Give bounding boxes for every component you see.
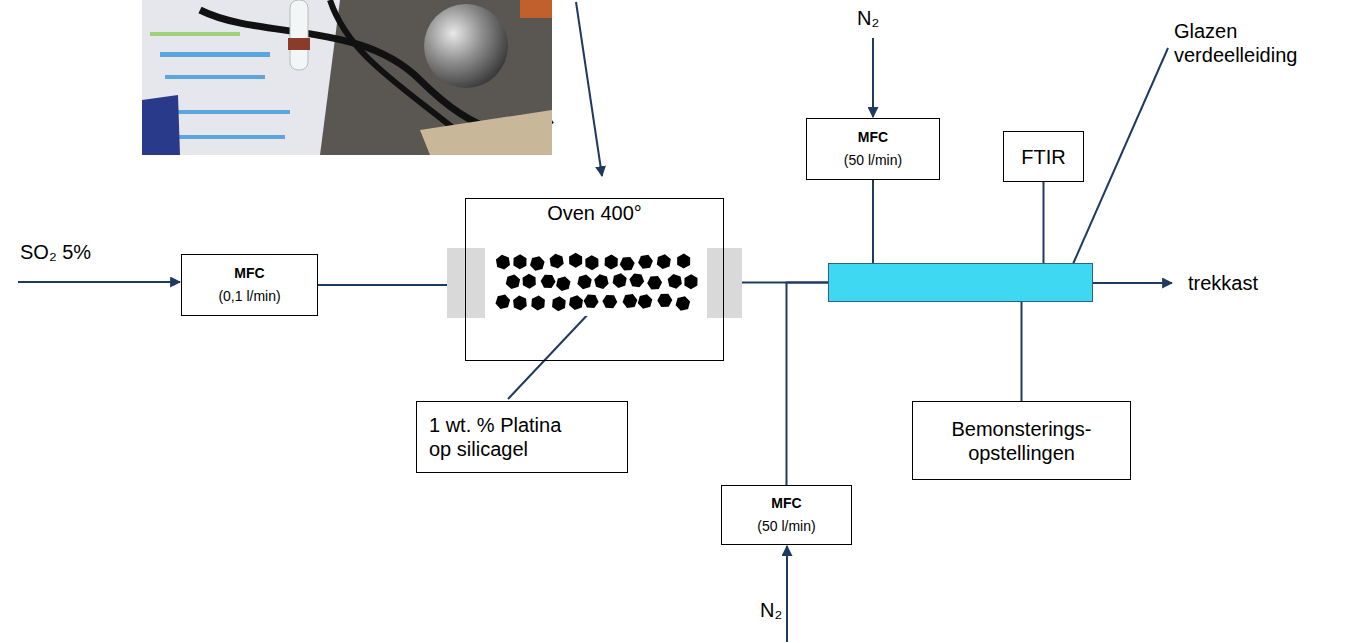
leader-line — [508, 310, 592, 399]
gas-line — [787, 283, 829, 486]
box-label: Oven 400° — [547, 201, 642, 225]
photo-detail — [165, 75, 265, 79]
leader-line — [1073, 48, 1168, 264]
photo-detail — [485, 250, 707, 316]
flow-rate: (50 l/min) — [757, 518, 815, 535]
gas-feed-label: SO₂ 5% — [20, 240, 91, 264]
oven-box: Oven 400° — [465, 198, 724, 361]
callout-text: 1 wt. % Platina op silicagel — [429, 413, 579, 461]
catalyst-particle — [530, 256, 545, 270]
device-name: MFC — [234, 265, 264, 282]
catalyst-particle — [684, 274, 697, 289]
device-name: MFC — [858, 129, 888, 146]
photo-detail — [420, 110, 552, 155]
catalyst-particle — [577, 275, 591, 290]
analyzer-box: FTIR — [1003, 131, 1084, 182]
catalyst-particle — [613, 273, 627, 288]
photo-detail — [142, 0, 552, 155]
photo-detail — [288, 38, 310, 50]
catalyst-particle — [602, 295, 617, 308]
photo-detail — [150, 32, 240, 36]
catalyst-particle — [496, 255, 510, 270]
sampling-box: Bemonsterings- opstellingen — [912, 401, 1131, 480]
catalyst-particle — [584, 295, 599, 309]
manifold-bar: Glazen verdeelleiding — [828, 263, 1093, 302]
catalyst-particle — [496, 295, 511, 309]
box-label: Bemonsterings- opstellingen — [921, 417, 1122, 465]
catalyst-particle — [647, 276, 662, 289]
feed-arrow — [872, 38, 874, 117]
catalyst-particle — [531, 296, 545, 311]
catalyst-particle — [605, 255, 618, 270]
catalyst-particle — [594, 274, 608, 289]
gas-line — [1043, 182, 1045, 263]
catalyst-particle — [552, 296, 566, 311]
gas-feed-label: N₂ — [857, 6, 879, 30]
gas-line — [872, 180, 874, 263]
flow-controller: MFC (50 l/min) — [721, 485, 852, 545]
exhaust-arrow — [1093, 282, 1172, 284]
photo-detail — [290, 0, 308, 70]
catalyst-particle — [585, 255, 598, 270]
catalyst-particle — [676, 296, 691, 310]
flow-rate: (0,1 l/min) — [218, 288, 280, 305]
photo-detail — [142, 95, 180, 155]
photo-detail — [170, 110, 290, 114]
catalyst-particle — [550, 254, 564, 269]
photo-detail — [160, 52, 270, 57]
catalyst-particle — [677, 254, 690, 269]
photo-detail — [447, 248, 485, 318]
catalyst-particle — [556, 276, 570, 291]
catalyst-particle — [620, 257, 635, 271]
catalyst-particle — [513, 296, 527, 311]
catalyst-particle — [523, 274, 536, 289]
catalyst-particle — [638, 294, 653, 309]
device-name: MFC — [771, 495, 801, 512]
gas-line — [1021, 302, 1023, 401]
photo-pointer — [576, 2, 602, 176]
catalyst-particle — [541, 275, 556, 288]
catalyst-particle — [657, 294, 672, 307]
catalyst-particle — [638, 255, 653, 269]
exhaust-label: trekkast — [1188, 271, 1258, 295]
catalyst-particle — [629, 273, 644, 287]
flow-rate: (50 l/min) — [844, 152, 902, 169]
catalyst-particle — [513, 254, 526, 269]
catalyst-particle — [623, 294, 638, 308]
gas-line — [318, 284, 465, 286]
catalyst-particle — [668, 274, 682, 289]
catalyst-particle — [569, 295, 583, 310]
manifold-label: Glazen verdeelleiding — [1174, 19, 1324, 67]
feed-arrow — [786, 546, 788, 642]
reactor-tube — [447, 248, 742, 318]
flow-controller: MFC (50 l/min) — [806, 118, 940, 180]
lab-photo — [142, 0, 552, 155]
catalyst-particle — [657, 254, 671, 269]
photo-detail — [175, 135, 285, 139]
catalyst-particle — [569, 253, 582, 268]
photo-detail — [520, 0, 552, 18]
catalyst-callout: 1 wt. % Platina op silicagel — [416, 401, 628, 473]
photo-detail — [424, 4, 508, 88]
photo-detail — [707, 248, 742, 318]
gas-feed-label: N₂ — [760, 598, 782, 622]
catalyst-particle — [506, 274, 520, 289]
flow-controller: MFC (0,1 l/min) — [181, 254, 318, 316]
box-label: FTIR — [1021, 145, 1065, 169]
feed-arrow — [18, 281, 180, 283]
